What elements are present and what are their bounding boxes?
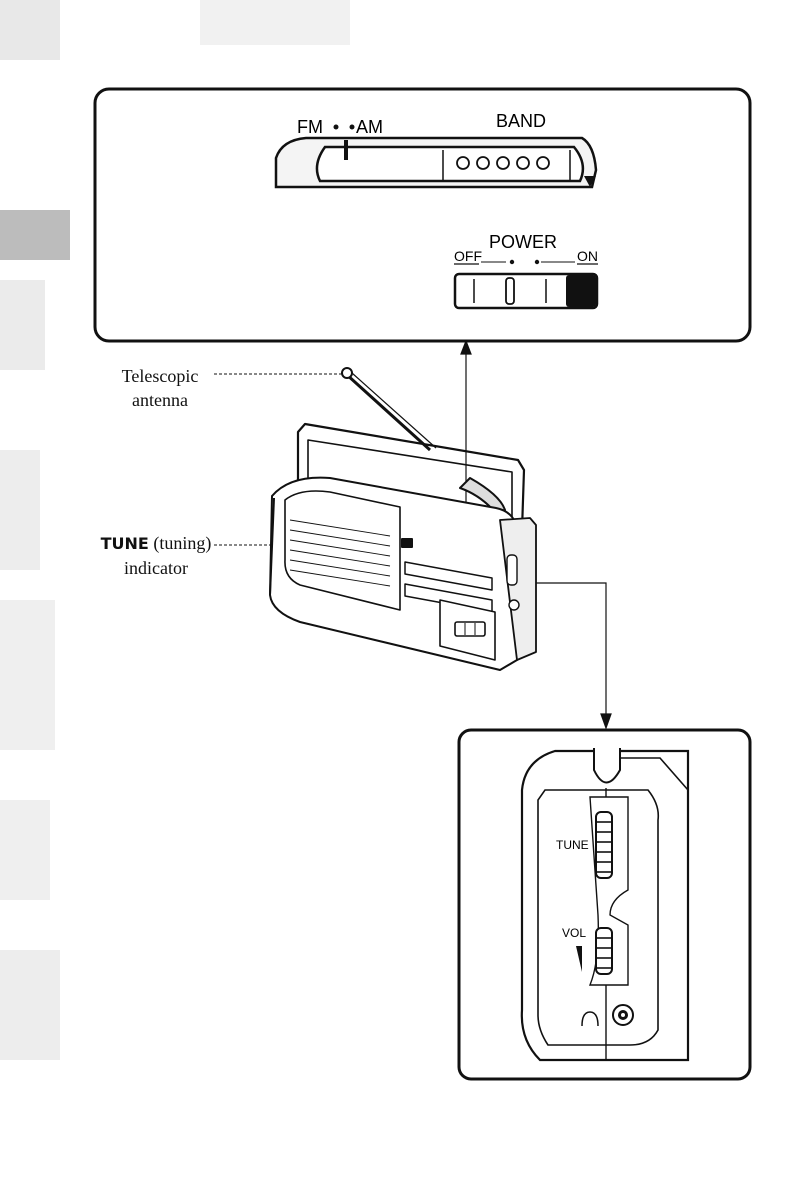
headphone-jack[interactable] (613, 1005, 633, 1025)
band-label: BAND (496, 111, 546, 131)
top-control-panel: FM AM BAND POWER OFF ON (95, 89, 750, 341)
tune-line2: indicator (96, 556, 216, 580)
tune-wheel[interactable] (596, 812, 612, 878)
telescopic-line2: antenna (100, 388, 220, 412)
fm-label: FM (297, 117, 323, 137)
am-label: AM (356, 117, 383, 137)
side-control-panel: TUNE VOL (459, 730, 750, 1079)
tune-wheel-label: TUNE (556, 838, 589, 852)
band-slider[interactable] (276, 138, 596, 187)
power-switch[interactable] (455, 274, 597, 308)
telescopic-antenna-callout: Telescopic antenna (100, 364, 220, 412)
on-label: ON (577, 248, 598, 264)
radio-body (270, 368, 536, 670)
tune-indicator-callout: TUNE (tuning) indicator (96, 531, 216, 580)
vol-wheel[interactable] (596, 928, 612, 974)
off-label: OFF (454, 248, 482, 264)
tune-rest: (tuning) (153, 533, 211, 553)
telescopic-line1: Telescopic (100, 364, 220, 388)
vol-wheel-label: VOL (562, 926, 586, 940)
am-dot (350, 125, 355, 130)
power-label: POWER (489, 232, 557, 252)
leader-side (536, 583, 611, 728)
fm-dot (334, 125, 339, 130)
tune-bold: TUNE (101, 534, 149, 553)
